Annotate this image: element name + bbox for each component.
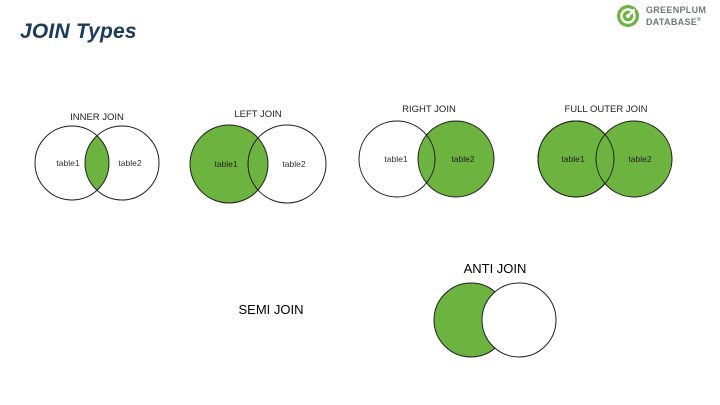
anti-join-table2-circle: [481, 282, 557, 358]
logo-line-2: DATABASE®: [646, 15, 706, 27]
inner-join-table2-label: table2: [118, 158, 141, 168]
right-join-diagram: RIGHT JOIN table1 table2: [358, 104, 495, 198]
left-join-table1-circle: [189, 124, 269, 204]
logo-line-2-text: DATABASE: [646, 17, 698, 27]
right-join-table2-label: table2: [451, 154, 474, 164]
full-outer-join-table2-circle: [595, 120, 673, 198]
logo-registered-mark: ®: [697, 17, 702, 23]
left-join-diagram: LEFT JOIN table1 table2: [189, 109, 327, 204]
left-join-table1-label: table1: [214, 159, 237, 169]
inner-join-table1-label: table1: [56, 158, 79, 168]
full-outer-join-table1-label: table1: [561, 154, 584, 164]
greenplum-logo: GREENPLUM DATABASE®: [616, 4, 716, 28]
anti-join-diagram: ANTI JOIN: [433, 261, 557, 358]
inner-join-diagram: INNER JOIN table1 table2: [34, 112, 160, 201]
semi-join-title: SEMI JOIN: [238, 302, 303, 317]
inner-join-table2-circle: [84, 125, 160, 201]
right-join-table1-label: table1: [384, 154, 407, 164]
full-outer-join-table2-label: table2: [628, 154, 651, 164]
greenplum-logo-icon: [617, 5, 639, 27]
right-join-title: RIGHT JOIN: [402, 104, 456, 115]
inner-join-title: INNER JOIN: [70, 112, 124, 123]
full-outer-join-diagram: FULL OUTER JOIN table1 table2: [537, 104, 673, 198]
full-outer-join-title: FULL OUTER JOIN: [564, 104, 647, 115]
left-join-title: LEFT JOIN: [234, 109, 281, 120]
right-join-table1-circle: [358, 120, 436, 198]
logo-wordmark: GREENPLUM DATABASE®: [646, 5, 706, 27]
slide-title: JOIN Types: [20, 20, 137, 43]
full-outer-join-table1-outline: [537, 120, 615, 198]
inner-join-table1-circle: [34, 125, 110, 201]
right-join-table2-circle: [417, 120, 495, 198]
anti-join-title: ANTI JOIN: [464, 261, 527, 276]
left-join-table2-circle: [247, 124, 327, 204]
inner-join-overlap: [85, 126, 109, 200]
logo-line-1: GREENPLUM: [646, 5, 707, 15]
left-join-table2-label: table2: [282, 159, 305, 169]
